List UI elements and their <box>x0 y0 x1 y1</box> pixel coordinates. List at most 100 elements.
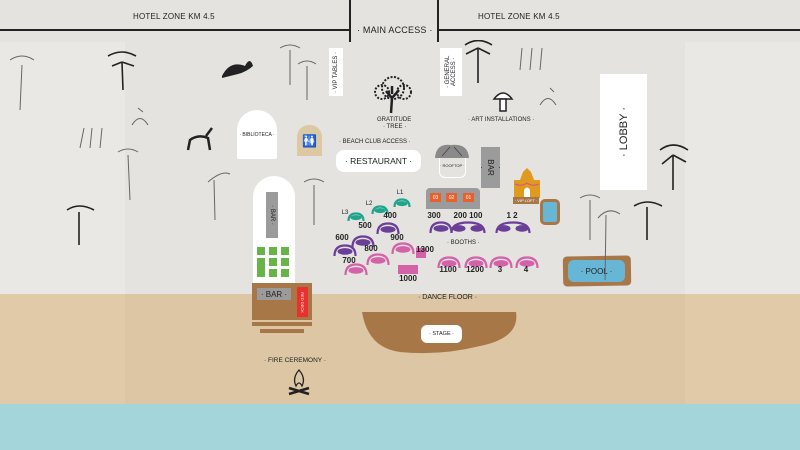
booth-shape <box>464 256 488 269</box>
bar-beach[interactable]: · BAR · <box>257 288 291 300</box>
cabana-01[interactable]: 01 <box>463 193 474 202</box>
access-line-right <box>437 0 439 42</box>
booth-label: 600 <box>335 233 349 242</box>
vip-loft-icon[interactable] <box>512 168 542 202</box>
road-line-right <box>437 29 800 31</box>
lounge-table[interactable] <box>269 258 277 266</box>
pool-water[interactable]: · POOL · <box>568 260 625 282</box>
booth-label: 500 <box>358 221 372 230</box>
booth-shape <box>393 197 411 207</box>
access-line-left <box>349 0 351 42</box>
red-deck-label: RED DECK <box>300 291 306 313</box>
booth-shape <box>347 211 365 221</box>
booth-600[interactable] <box>333 243 357 257</box>
booth-shape <box>429 221 453 234</box>
booth-shape <box>344 263 368 276</box>
red-deck[interactable]: RED DECK <box>297 287 308 317</box>
booth-label: 700 <box>342 256 356 265</box>
restaurant-area[interactable]: · RESTAURANT · <box>336 150 421 172</box>
booth-label: 1300 <box>416 245 434 254</box>
booth-label: 1200 <box>466 265 484 274</box>
booth-label: 300 <box>427 211 441 220</box>
booth-shape <box>495 221 531 234</box>
booth-shape <box>366 253 390 266</box>
tree-icon <box>374 76 412 114</box>
booth-1200[interactable] <box>464 255 488 269</box>
booth-L1[interactable] <box>393 194 411 207</box>
booth-shape <box>351 235 375 248</box>
booth-label: 1100 <box>439 265 457 274</box>
booth-shape <box>371 204 389 214</box>
booth-shape <box>376 222 400 235</box>
leaf-icon <box>435 144 469 158</box>
booth-400[interactable] <box>376 221 400 235</box>
rooftop-area[interactable] <box>439 158 466 178</box>
booth-label: 3 <box>497 265 503 274</box>
booth-label: L3 <box>341 210 349 216</box>
vip-loft-pool <box>540 199 560 225</box>
booth-3[interactable] <box>489 255 513 269</box>
booth-1000[interactable] <box>398 265 418 274</box>
cabana-03[interactable]: 03 <box>430 193 441 202</box>
stage-label: · STAGE · <box>429 331 454 337</box>
bar-main[interactable]: · BAR · <box>477 147 504 188</box>
booth-label: 400 <box>383 211 397 220</box>
lounge-table[interactable] <box>269 269 277 277</box>
booth-4[interactable] <box>515 255 539 269</box>
booth-L2[interactable] <box>371 201 389 214</box>
road-label-left: HOTEL ZONE KM 4.5 <box>133 12 215 21</box>
lobby-area[interactable]: · LOBBY · <box>600 74 647 190</box>
fire-ceremony-label: · FIRE CEREMONY · <box>264 357 326 364</box>
sea <box>0 404 800 450</box>
booth-L3[interactable] <box>347 208 365 221</box>
booth-900[interactable] <box>391 241 415 255</box>
booth-label: 200 100 <box>453 211 483 220</box>
booths-label: · BOOTHS · <box>447 240 480 246</box>
land-side-right <box>685 42 800 296</box>
lounge-table[interactable] <box>281 247 289 255</box>
bar-tall[interactable]: · BAR · <box>266 192 278 238</box>
cabana-02[interactable]: 02 <box>446 193 457 202</box>
lounge-table[interactable] <box>257 258 265 277</box>
biblioteca-area[interactable]: · BIBLIOTECA · <box>237 110 277 159</box>
booth-label: L1 <box>396 190 404 196</box>
lounge-table[interactable] <box>269 247 277 255</box>
mushroom-icon <box>492 92 514 112</box>
main-access-label[interactable]: · MAIN ACCESS · <box>357 25 433 35</box>
stage[interactable]: · STAGE · <box>421 325 462 343</box>
restroom-icon[interactable]: 🚻 <box>297 125 322 156</box>
booth-label: 4 <box>523 265 529 274</box>
booth-shape <box>437 256 461 269</box>
booth-200-100[interactable] <box>450 220 486 234</box>
lounge-table[interactable] <box>281 269 289 277</box>
biblioteca-label: · BIBLIOTECA · <box>239 131 275 138</box>
gratitude-tree-label: GRATITUDE <box>377 117 412 123</box>
beach-side-right <box>685 294 800 406</box>
booth-1100[interactable] <box>437 255 461 269</box>
pool-label: · POOL · <box>580 266 613 276</box>
campfire-icon <box>288 369 310 396</box>
booth-label: 800 <box>364 244 378 253</box>
bar-beach-label: · BAR · <box>260 289 288 299</box>
dance-floor-label: · DANCE FLOOR · <box>418 294 478 301</box>
booth-1300[interactable] <box>416 248 426 258</box>
booth-shape <box>333 244 357 257</box>
booth-label: 900 <box>390 233 404 242</box>
road-line-left <box>0 29 351 31</box>
gratitude-tree-label-2: · TREE · <box>383 124 407 130</box>
booth-label: 1000 <box>399 274 417 283</box>
lounge-table[interactable] <box>281 258 289 266</box>
booth-label: 1 2 <box>506 211 518 220</box>
booth-shape <box>450 221 486 234</box>
lounge-table[interactable] <box>257 247 265 255</box>
booth-500[interactable] <box>351 234 375 248</box>
booth-1-2[interactable] <box>495 220 531 234</box>
booth-label: L2 <box>365 201 373 207</box>
vip-loft-label: · VIP LOFT · <box>513 197 539 204</box>
rooftop-label: · ROOFTOP · <box>440 163 465 168</box>
booth-800[interactable] <box>366 252 390 266</box>
beach-side-left <box>0 294 125 406</box>
restaurant-label: · RESTAURANT · <box>344 156 413 166</box>
booth-700[interactable] <box>344 262 368 276</box>
booth-300[interactable] <box>429 220 453 234</box>
